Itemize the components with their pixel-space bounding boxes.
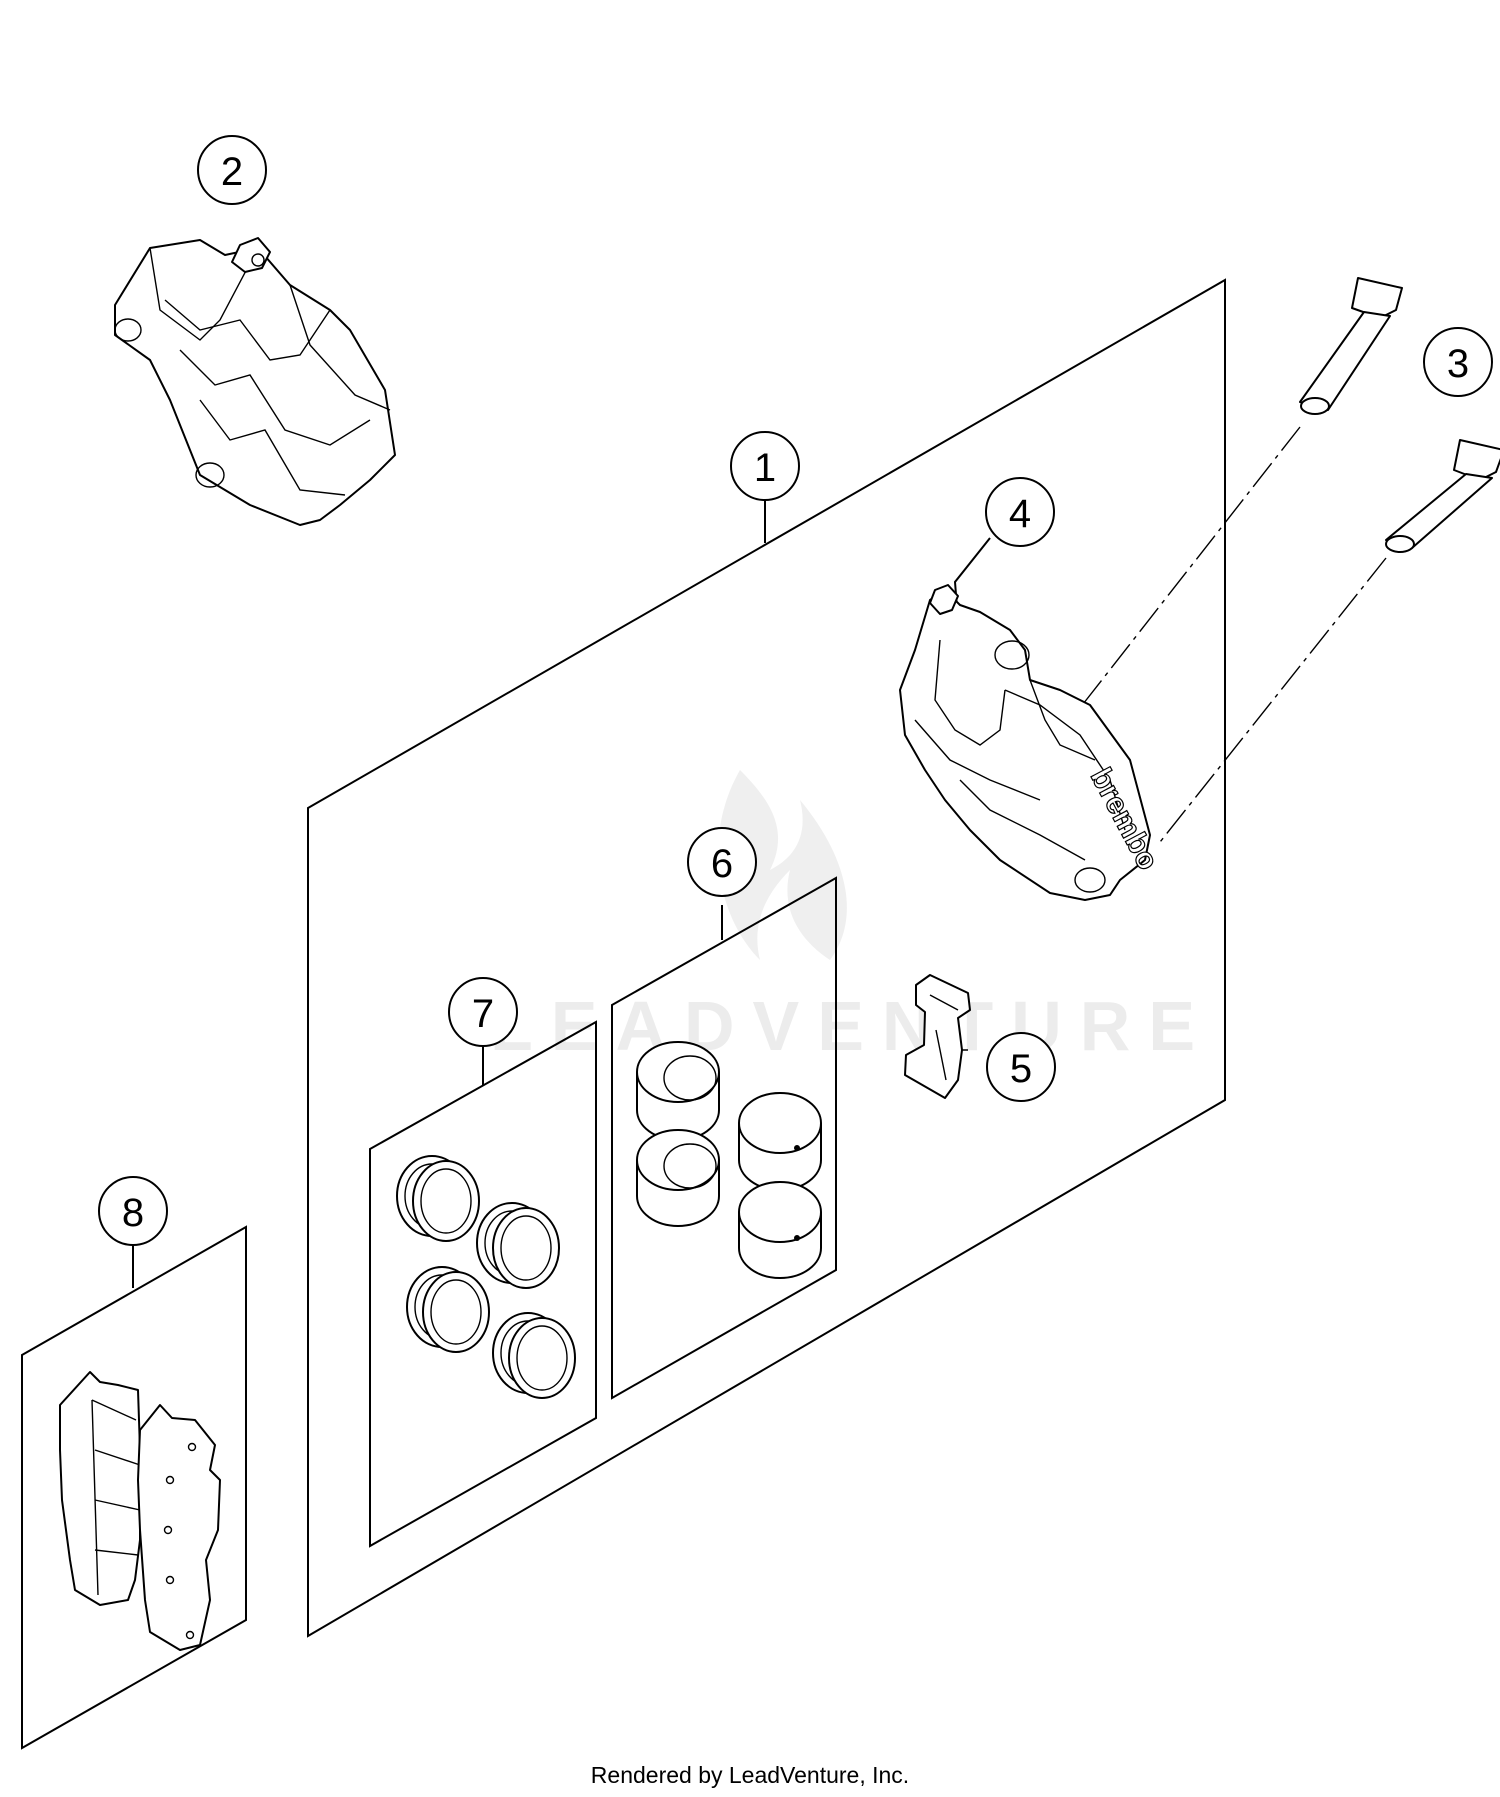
callout-label-4: 4 [1009, 492, 1031, 536]
callout-3: 3 [1423, 327, 1493, 397]
kit-6-outline [611, 876, 837, 1400]
callout-8: 8 [98, 1176, 168, 1246]
piston [738, 1092, 822, 1191]
kit-1-outline [307, 278, 1226, 1638]
callout-7: 7 [448, 977, 518, 1047]
callout-4: 4 [985, 477, 1055, 547]
callout-1: 1 [730, 431, 800, 501]
callout-label-8: 8 [122, 1191, 144, 1235]
piston [636, 1041, 720, 1141]
callout-label-2: 2 [221, 150, 243, 194]
callout-2: 2 [197, 135, 267, 205]
caliper-part-2 [114, 237, 396, 526]
callout-5: 5 [986, 1032, 1056, 1102]
seals-part-7 [396, 1155, 576, 1399]
brake-pad [137, 1404, 221, 1651]
pistons-part-6 [636, 1041, 822, 1279]
piston [636, 1129, 720, 1227]
callout-label-7: 7 [472, 992, 494, 1036]
callout-6: 6 [687, 827, 757, 897]
footer-credit: Rendered by LeadVenture, Inc. [590, 1762, 910, 1788]
kit-7-outline [369, 1020, 597, 1548]
clip-part-5 [904, 974, 971, 1099]
watermark-text: LEADVENTURE [490, 987, 1213, 1065]
seal-ring [476, 1202, 560, 1289]
brake-pad [59, 1371, 141, 1606]
caliper-part-4: brembo [899, 584, 1165, 901]
seal-ring [396, 1155, 480, 1242]
callout-label-6: 6 [711, 842, 733, 886]
callout-label-5: 5 [1010, 1047, 1032, 1091]
callout-label-3: 3 [1447, 342, 1469, 386]
seal-ring [406, 1266, 490, 1353]
piston [738, 1181, 822, 1279]
bolt-part-3-b [1385, 439, 1500, 553]
kit-8-outline [21, 1225, 247, 1750]
bolt-part-3-a [1299, 277, 1403, 415]
callout-label-1: 1 [754, 446, 776, 490]
watermark: LEADVENTURE [490, 770, 1213, 1065]
brake-pads-part-8 [59, 1371, 221, 1651]
seal-ring [492, 1312, 576, 1399]
